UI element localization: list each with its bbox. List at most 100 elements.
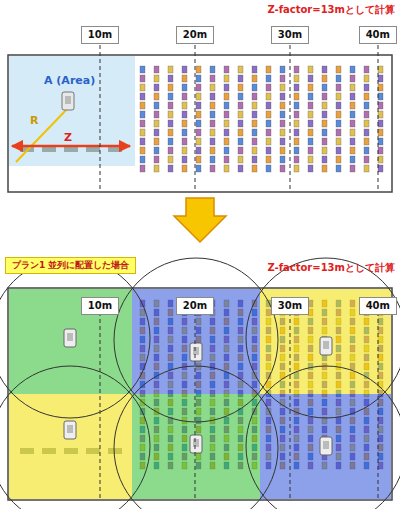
- shelf: [280, 84, 285, 91]
- box-text: 10m: [88, 29, 112, 41]
- shelf: [182, 84, 187, 91]
- shelf: [224, 84, 229, 91]
- shelf: [154, 156, 159, 163]
- shelf: [210, 84, 215, 91]
- shelf: [196, 129, 201, 136]
- shelf: [378, 120, 383, 127]
- floor-outline: [8, 55, 392, 192]
- radius-line: [16, 108, 68, 162]
- shelf: [266, 93, 271, 100]
- ruler-box: 30m: [271, 297, 309, 315]
- shelf: [252, 120, 257, 127]
- shelf: [154, 147, 159, 154]
- ruler-line: [378, 45, 379, 192]
- shelf: [336, 165, 341, 172]
- shelf: [168, 156, 173, 163]
- ruler-box: 40m: [359, 297, 397, 315]
- shelf: [182, 111, 187, 118]
- shelf: [168, 120, 173, 127]
- access-point: [320, 337, 332, 355]
- shelf: [224, 156, 229, 163]
- shelf: [224, 165, 229, 172]
- shelf: [182, 138, 187, 145]
- shelf: [350, 111, 355, 118]
- shelf: [238, 129, 243, 136]
- shelf: [210, 75, 215, 82]
- shelf: [252, 129, 257, 136]
- shelf: [196, 138, 201, 145]
- shelf: [224, 138, 229, 145]
- shelf: [252, 66, 257, 73]
- shelf: [168, 111, 173, 118]
- shelf: [210, 156, 215, 163]
- ruler-line: [100, 312, 101, 500]
- shelf: [238, 138, 243, 145]
- access-point: [64, 329, 76, 347]
- shelf: [336, 120, 341, 127]
- shelf: [322, 84, 327, 91]
- shelf: [154, 129, 159, 136]
- shelf: [336, 129, 341, 136]
- shelf: [224, 66, 229, 73]
- shelf: [154, 66, 159, 73]
- shelf: [364, 138, 369, 145]
- shelf: [336, 102, 341, 109]
- shelf: [378, 75, 383, 82]
- shelf: [294, 111, 299, 118]
- shelf: [336, 66, 341, 73]
- shelf: [294, 120, 299, 127]
- radius-label: R: [30, 114, 38, 127]
- shelf: [182, 102, 187, 109]
- shelf: [350, 66, 355, 73]
- shelf: [308, 120, 313, 127]
- z-label: Z: [64, 131, 72, 144]
- shelf: [280, 120, 285, 127]
- shelf: [294, 129, 299, 136]
- shelf: [168, 84, 173, 91]
- coverage-circles: [0, 258, 400, 509]
- access-point: [320, 437, 332, 455]
- shelf: [322, 129, 327, 136]
- shelf: [238, 75, 243, 82]
- shelf: [294, 84, 299, 91]
- coverage-area: [9, 56, 135, 166]
- shelf: [308, 129, 313, 136]
- shelf: [322, 120, 327, 127]
- shelf: [378, 84, 383, 91]
- shelf: [224, 147, 229, 154]
- shelf: [238, 84, 243, 91]
- shelf: [140, 120, 145, 127]
- box-text: 40m: [366, 300, 390, 312]
- shelf: [364, 75, 369, 82]
- shelf: [266, 111, 271, 118]
- shelf: [336, 156, 341, 163]
- shelf: [154, 102, 159, 109]
- box-text: 20m: [183, 29, 207, 41]
- shelf: [140, 138, 145, 145]
- shelf: [140, 84, 145, 91]
- shelf: [280, 93, 285, 100]
- shelf: [140, 111, 145, 118]
- ruler-box: 20m: [176, 297, 214, 315]
- shelf: [196, 147, 201, 154]
- shelf: [168, 66, 173, 73]
- shelf: [238, 66, 243, 73]
- shelf: [168, 138, 173, 145]
- shelf: [308, 66, 313, 73]
- shelf: [364, 120, 369, 127]
- shelf: [182, 129, 187, 136]
- shelf: [294, 138, 299, 145]
- shelf: [378, 147, 383, 154]
- shelf: [210, 129, 215, 136]
- shelf: [378, 66, 383, 73]
- shelf: [266, 120, 271, 127]
- shelf: [378, 156, 383, 163]
- shelf: [196, 156, 201, 163]
- shelf: [154, 120, 159, 127]
- shelf: [196, 165, 201, 172]
- shelf: [210, 138, 215, 145]
- shelf: [182, 120, 187, 127]
- shelf: [280, 102, 285, 109]
- shelf: [364, 84, 369, 91]
- box-text: 10m: [88, 300, 112, 312]
